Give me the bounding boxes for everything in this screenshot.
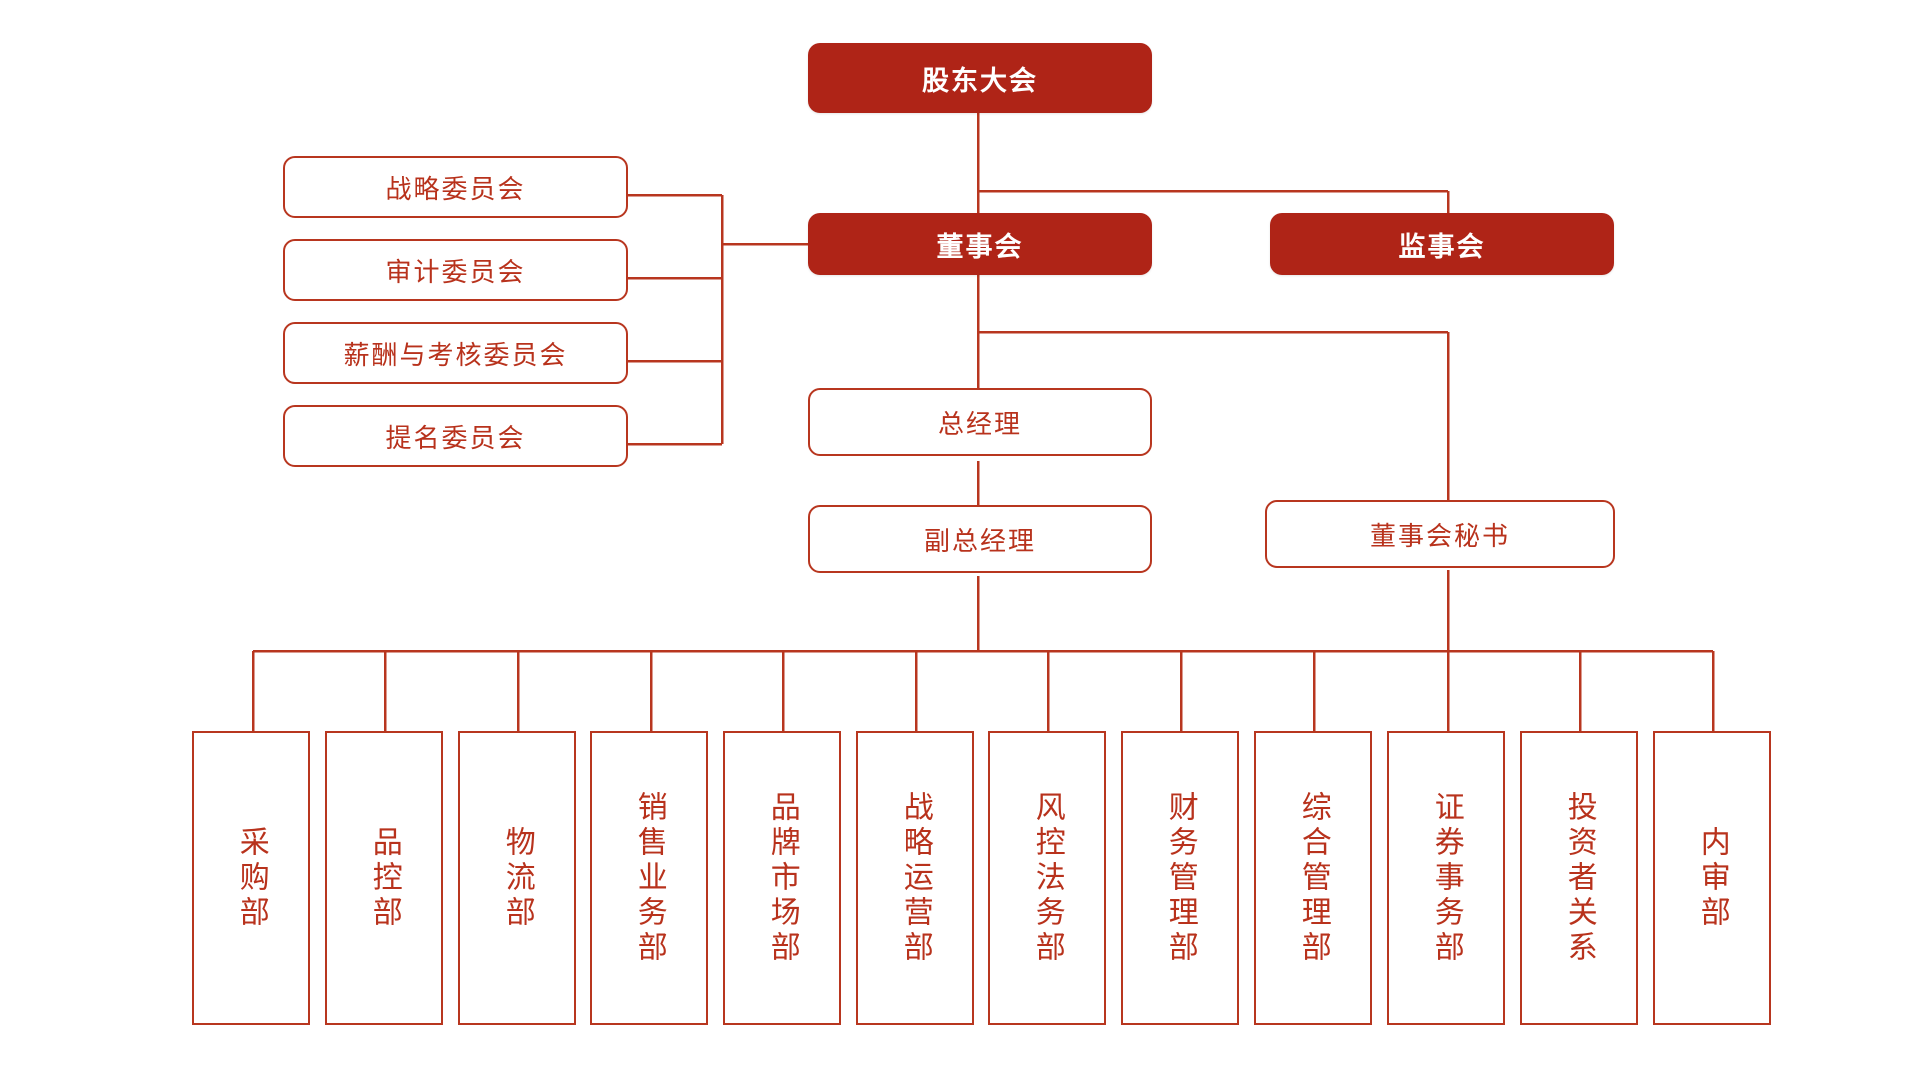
shareholders-meeting-label: 股东大会 [922, 65, 1038, 97]
node-general-manager[interactable]: 总经理 [808, 388, 1152, 456]
department-internal-audit-label: 内审部 [1694, 825, 1730, 931]
department-procurement-label: 采购部 [233, 825, 269, 931]
department-general-administration-label: 综合管理部 [1295, 790, 1331, 966]
committee-compensation-appraisal-label: 薪酬与考核委员会 [343, 340, 568, 371]
node-department-logistics[interactable]: 物流部 [458, 731, 576, 1025]
node-department-internal-audit[interactable]: 内审部 [1653, 731, 1771, 1025]
node-committee-compensation-appraisal[interactable]: 薪酬与考核委员会 [283, 322, 628, 384]
node-department-procurement[interactable]: 采购部 [192, 731, 310, 1025]
department-finance-label: 财务管理部 [1162, 790, 1198, 966]
department-strategy-operations-label: 战略运营部 [897, 790, 933, 966]
board-of-supervisors-label: 监事会 [1398, 231, 1486, 263]
node-department-finance[interactable]: 财务管理部 [1121, 731, 1239, 1025]
general-manager-label: 总经理 [937, 409, 1022, 440]
committee-audit-label: 审计委员会 [385, 257, 526, 288]
board-secretary-label: 董事会秘书 [1369, 521, 1510, 552]
node-department-securities-affairs[interactable]: 证券事务部 [1387, 731, 1505, 1025]
department-investor-relations-label: 投资者关系 [1561, 790, 1597, 966]
node-shareholders-meeting[interactable]: 股东大会 [808, 43, 1152, 113]
committee-nomination-label: 提名委员会 [385, 423, 526, 454]
node-committee-strategy[interactable]: 战略委员会 [283, 156, 628, 218]
node-department-quality-control[interactable]: 品控部 [325, 731, 443, 1025]
department-quality-control-label: 品控部 [366, 825, 402, 931]
node-department-general-administration[interactable]: 综合管理部 [1254, 731, 1372, 1025]
department-sales-label: 销售业务部 [631, 790, 667, 966]
node-deputy-general-manager[interactable]: 副总经理 [808, 505, 1152, 573]
department-brand-marketing-label: 品牌市场部 [764, 790, 800, 966]
node-department-risk-legal[interactable]: 风控法务部 [988, 731, 1106, 1025]
node-department-brand-marketing[interactable]: 品牌市场部 [723, 731, 841, 1025]
board-of-directors-label: 董事会 [936, 231, 1024, 263]
node-board-of-supervisors[interactable]: 监事会 [1270, 213, 1614, 275]
committee-strategy-label: 战略委员会 [385, 174, 526, 205]
node-department-sales[interactable]: 销售业务部 [590, 731, 708, 1025]
node-committee-audit[interactable]: 审计委员会 [283, 239, 628, 301]
node-board-of-directors[interactable]: 董事会 [808, 213, 1152, 275]
department-securities-affairs-label: 证券事务部 [1428, 790, 1464, 966]
deputy-general-manager-label: 副总经理 [923, 526, 1036, 557]
node-department-strategy-operations[interactable]: 战略运营部 [856, 731, 974, 1025]
department-risk-legal-label: 风控法务部 [1029, 790, 1065, 966]
node-department-investor-relations[interactable]: 投资者关系 [1520, 731, 1638, 1025]
node-committee-nomination[interactable]: 提名委员会 [283, 405, 628, 467]
node-board-secretary[interactable]: 董事会秘书 [1265, 500, 1615, 568]
department-logistics-label: 物流部 [499, 825, 535, 931]
